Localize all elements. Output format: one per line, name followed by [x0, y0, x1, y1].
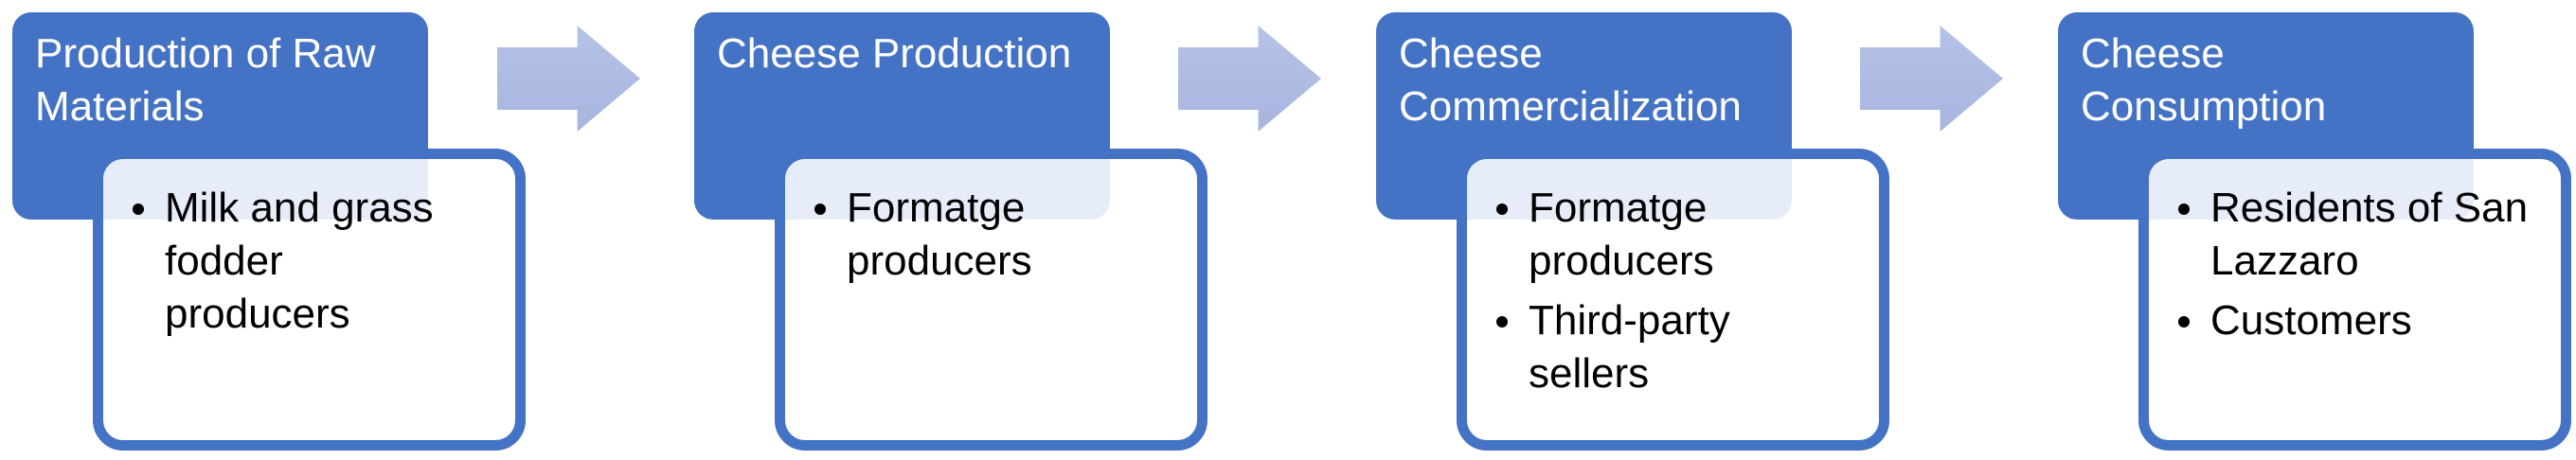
list-item-text: Third-party sellers	[1529, 297, 1730, 397]
stage-title: Cheese Consumption	[2081, 30, 2327, 130]
list-item: Residents of San Lazzaro	[2178, 182, 2549, 288]
stage-title: Cheese Commercialization	[1399, 30, 1742, 130]
list-item-text: Residents of San Lazzaro	[2210, 185, 2529, 284]
stage-title: Production of Raw Materials	[35, 30, 376, 130]
stage-items-box: Residents of San Lazzaro Customers	[2138, 149, 2571, 451]
list-item-text: Milk and grass fodder producers	[165, 185, 434, 337]
list-item: Formatge producers	[814, 182, 1186, 288]
stage-item-list: Milk and grass fodder producers	[103, 159, 515, 341]
stage-cheese-production: Cheese Production Formatge producers	[682, 0, 1364, 460]
bullet-icon	[2178, 316, 2190, 327]
list-item: Formatge producers	[1496, 182, 1868, 288]
list-item: Third-party sellers	[1496, 294, 1868, 400]
stage-title-box: Production of Raw Materials	[12, 12, 428, 220]
stage-cheese-commercialization: Cheese Commercialization Formatge produc…	[1364, 0, 2046, 460]
bullet-icon	[1496, 203, 1508, 215]
stage-items-box: Formatge producers	[775, 149, 1208, 451]
stage-title: Cheese Production	[717, 30, 1072, 77]
list-item-text: Customers	[2210, 297, 2412, 344]
list-item: Customers	[2178, 294, 2549, 347]
bullet-icon	[1496, 316, 1508, 327]
bullet-icon	[133, 203, 144, 215]
stage-item-list: Residents of San Lazzaro Customers	[2149, 159, 2561, 347]
stage-item-list: Formatge producers	[785, 159, 1197, 288]
list-item-text: Formatge producers	[847, 185, 1032, 284]
list-item-text: Formatge producers	[1529, 185, 1714, 284]
stage-cheese-consumption: Cheese Consumption Residents of San Lazz…	[2046, 0, 2576, 460]
bullet-icon	[814, 203, 826, 215]
stage-items-box: Formatge producers Third-party sellers	[1457, 149, 1889, 451]
stage-production-of-raw-materials: Production of Raw Materials Milk and gra…	[0, 0, 682, 460]
stage-items-box: Milk and grass fodder producers	[93, 149, 526, 451]
list-item: Milk and grass fodder producers	[133, 182, 504, 341]
stage-item-list: Formatge producers Third-party sellers	[1467, 159, 1879, 400]
bullet-icon	[2178, 203, 2190, 215]
